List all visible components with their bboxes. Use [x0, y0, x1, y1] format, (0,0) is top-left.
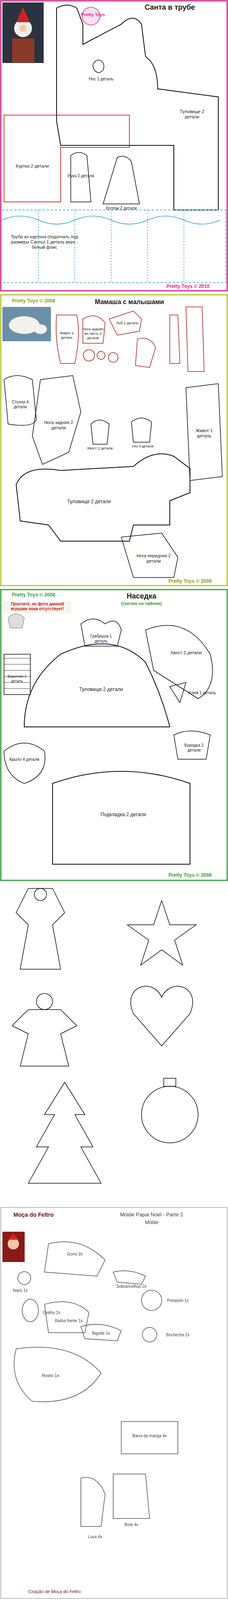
part-label: Клюв 1 деталь [187, 691, 217, 697]
part-label: Куртка 2 детали [10, 163, 55, 169]
part-label: Nariz 1x [4, 1289, 37, 1295]
part-label: Санта в трубе [121, 3, 219, 13]
part-label: Наседка [113, 592, 170, 602]
part-label: Orelha 2x [38, 1311, 65, 1317]
part-label: Pretty Toys © 2008 [3, 298, 64, 304]
part-label: Простите, но фото данной игрушки пока от… [4, 602, 71, 613]
part-label: Нос 1 деталь [86, 76, 116, 82]
part-label: Ступня 4 детали [6, 400, 35, 410]
part-label: Хвост 2 детали [169, 650, 203, 657]
part-label: Pretty Toys © 2010 [153, 283, 223, 290]
part-label: Sobrancelhas 2x [109, 1285, 154, 1291]
part-label: Туловище 2 детали [64, 499, 114, 505]
part-label: Крыло 4 детали [8, 757, 41, 763]
part-label: Нога задняя вн.часть 2 детали [80, 327, 106, 341]
part-label: Barba frente 1x [48, 1319, 89, 1325]
part-label: Живот 1 деталь [54, 331, 79, 341]
part-label: Pretty Toys © 2008 [3, 592, 64, 599]
part-label: Воротник 1 деталь [4, 675, 30, 684]
part-label: Molde [101, 1220, 203, 1227]
part-label: Нога передняя 2 детали [131, 553, 176, 565]
part-label: Подкладка 2 детали [97, 812, 150, 819]
part-label: Pretty Toys © 2008 [157, 578, 223, 585]
part-label: Рука 2 детали [66, 173, 95, 179]
part-label: Bota 4x [115, 1524, 148, 1529]
part-label: Molde Papai Noel - Parte 2 [101, 1212, 203, 1220]
part-label: Pretty Toys [80, 12, 106, 18]
part-label: Rosto 1x [32, 1374, 69, 1380]
part-label: Труба из картона (подогнать под размеры … [8, 234, 81, 251]
part-label: (грелка на чайник) [109, 601, 174, 607]
part-label: Хвост 2 детали [85, 446, 114, 452]
part-label: Колпак 2 детали [103, 206, 140, 212]
part-label: Бородка 2 детали [177, 743, 211, 754]
part-label: Luva 4x [78, 1536, 112, 1542]
part-label: Мамаша с малышами [84, 298, 174, 307]
part-label: Gorro 2x [56, 1253, 93, 1259]
part-label: Ухо 4 детали [128, 444, 157, 450]
part-label: Туловище 2 детали [76, 687, 126, 693]
part-label: Bigode 1x [84, 1332, 118, 1338]
part-label: Moça do Feltro [3, 1212, 64, 1220]
part-label: Bochecha 2x [159, 1334, 197, 1339]
part-label: Туловище 2 детали [173, 109, 211, 120]
part-label: Criação de Moça do Feltro [4, 1590, 106, 1596]
part-label: Лоб 1 деталь [113, 321, 142, 326]
part-label: Barra da manga 4x [121, 1435, 178, 1440]
part-label: Нога задняя 2 детали [40, 420, 77, 431]
part-label: Pretty Toys © 2008 [157, 873, 223, 879]
part-label: Pompom 1x [161, 1299, 195, 1305]
part-label: Гребешок 1 деталь [86, 634, 116, 645]
part-label: Живот 1 деталь [190, 428, 219, 440]
